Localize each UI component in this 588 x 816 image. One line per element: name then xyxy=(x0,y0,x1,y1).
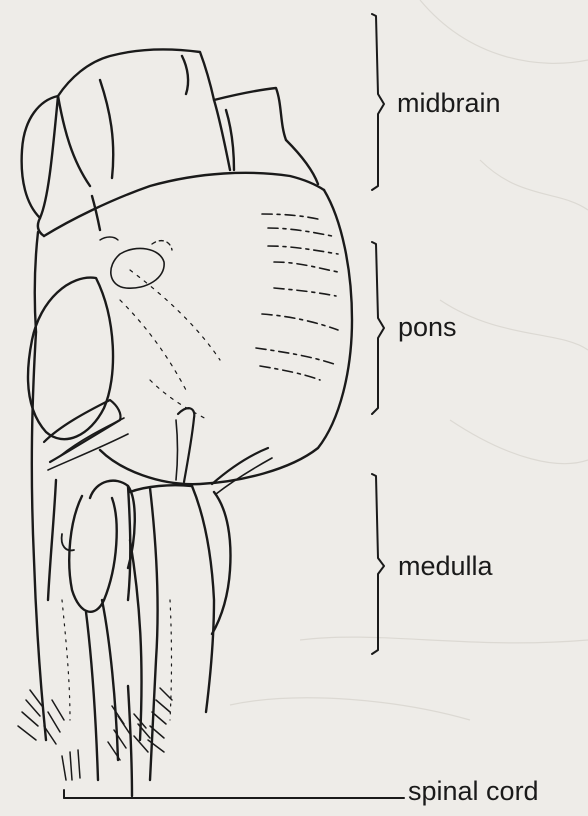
pons-label: pons xyxy=(398,314,457,341)
medulla-label: medulla xyxy=(398,553,493,580)
midbrain-label: midbrain xyxy=(397,90,501,117)
spinal-cord-label: spinal cord xyxy=(408,778,539,805)
